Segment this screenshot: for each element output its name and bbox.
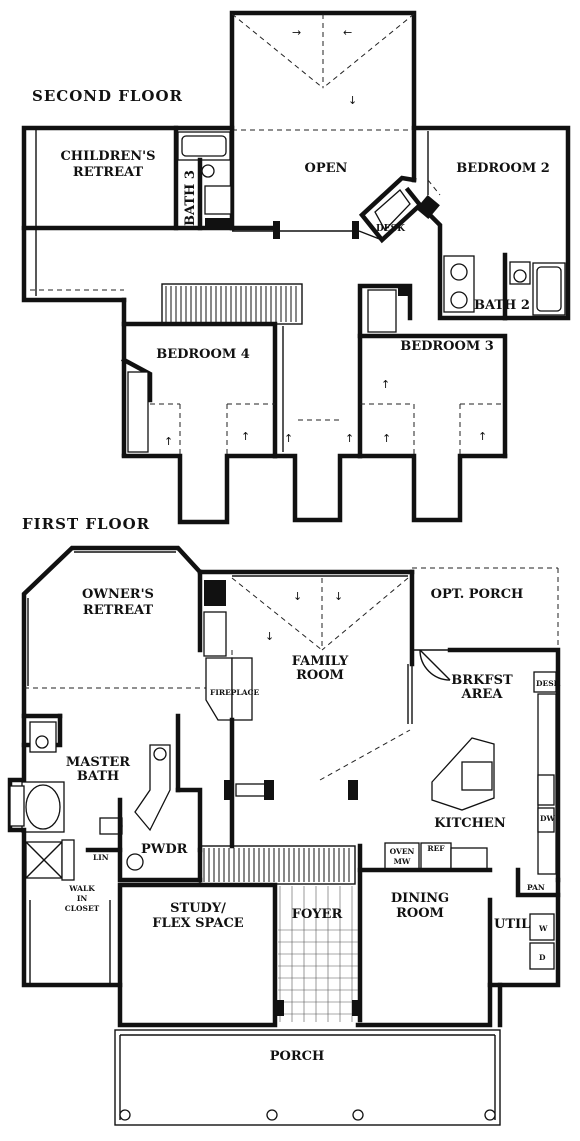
room-label-foyer: FOYER [292, 907, 343, 922]
room-label-lin: LIN [93, 853, 109, 862]
porch [114, 1029, 501, 1126]
svg-text:↑: ↑ [241, 430, 250, 443]
room-label-bedroom3: BEDROOM 3 [400, 339, 494, 354]
room-label-childrens-retreat-1: CHILDREN'S [60, 149, 155, 164]
second-floor-title: SECOND FLOOR [32, 87, 183, 105]
room-label-dryer: D [539, 953, 546, 962]
open-area: → ← ↓ [229, 10, 440, 244]
room-label-walk-in-1: WALK [68, 884, 95, 893]
room-label-desk-upper: DESK [376, 224, 406, 234]
family-room: ↓ ↓ ↓ [197, 569, 415, 849]
svg-text:↑: ↑ [164, 435, 173, 448]
room-label-pan: PAN [527, 883, 545, 892]
first-floor-title: FIRST FLOOR [22, 515, 150, 533]
room-label-mw: MW [394, 857, 411, 866]
room-label-desk-lower: DESK [536, 679, 561, 688]
svg-text:↓: ↓ [348, 94, 357, 107]
room-label-walk-in-2: IN [77, 894, 88, 903]
room-label-brkfst-2: AREA [461, 687, 504, 702]
room-label-fireplace: FIREPLACE [210, 688, 259, 697]
room-label-pwdr: PWDR [141, 842, 188, 857]
upper-hall: ↑ ↑ [272, 326, 363, 523]
room-label-master-bath-2: BATH [77, 769, 119, 784]
room-label-bath3: BATH 3 [183, 170, 198, 226]
bedroom-3: ↑ ↑ ↑ [357, 283, 508, 523]
room-label-opt-porch: OPT. PORCH [431, 587, 524, 602]
room-label-study-2: FLEX SPACE [152, 916, 244, 931]
svg-text:↑: ↑ [345, 432, 354, 445]
first-floor: FIRST FLOOR ↓ ↓ ↓ [7, 515, 561, 1126]
room-label-oven: OVEN [390, 847, 415, 856]
room-label-open: OPEN [305, 161, 348, 176]
room-label-bedroom2: BEDROOM 2 [456, 161, 550, 176]
opt-porch [412, 567, 559, 651]
bedroom-4: ↑ ↑ [120, 321, 278, 525]
room-label-bedroom4: BEDROOM 4 [156, 347, 250, 362]
room-label-family-room-1: FAMILY [292, 654, 349, 669]
room-label-porch: PORCH [270, 1049, 325, 1064]
room-label-washer: W [538, 924, 548, 933]
bedroom-2 [411, 125, 571, 321]
owners-retreat [21, 545, 230, 719]
room-label-owners-retreat-2: RETREAT [83, 603, 153, 618]
room-label-ref: REF [427, 844, 445, 853]
room-label-family-room-2: ROOM [296, 668, 344, 683]
utility [355, 867, 561, 1028]
svg-text:↑: ↑ [284, 432, 293, 445]
room-label-kitchen: KITCHEN [434, 816, 506, 831]
second-floor: SECOND FLOOR → ← ↓ [21, 10, 571, 525]
svg-text:↓: ↓ [265, 630, 274, 643]
svg-text:↑: ↑ [381, 378, 390, 391]
room-label-dw: DW [540, 814, 556, 823]
svg-text:←: ← [343, 26, 352, 39]
foyer [276, 886, 360, 1022]
room-label-childrens-retreat-2: RETREAT [73, 165, 143, 180]
svg-text:↑: ↑ [478, 430, 487, 443]
childrens-retreat [21, 125, 235, 303]
svg-text:↑: ↑ [382, 432, 391, 445]
room-label-master-bath-1: MASTER [66, 755, 130, 770]
svg-text:↓: ↓ [293, 590, 302, 603]
master-bath [7, 713, 203, 988]
room-label-util: UTIL [494, 917, 530, 932]
kitchen [357, 647, 561, 1023]
svg-text:→: → [292, 26, 301, 39]
room-label-brkfst-1: BRKFST [451, 673, 513, 688]
svg-text:↓: ↓ [334, 590, 343, 603]
room-label-walk-in-3: CLOSET [65, 904, 100, 913]
room-label-dining-2: ROOM [396, 906, 444, 921]
room-label-bath2: BATH 2 [474, 298, 530, 313]
room-label-owners-retreat-1: OWNER'S [82, 587, 154, 602]
study [117, 882, 278, 1028]
room-label-study-1: STUDY/ [170, 901, 226, 916]
room-label-dining-1: DINING [391, 891, 449, 906]
first-floor-stairs [199, 845, 356, 885]
